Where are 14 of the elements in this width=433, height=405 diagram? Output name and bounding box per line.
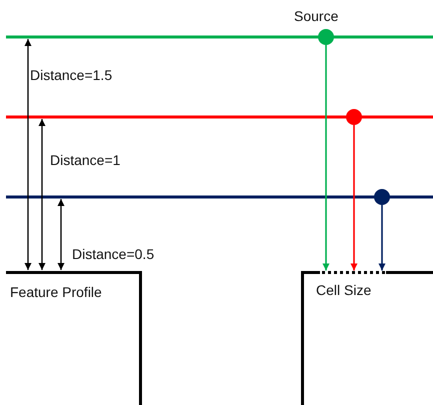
- arrow: [350, 125, 358, 270]
- source-dot: [346, 109, 362, 125]
- label-text: Distance=0.5: [72, 246, 154, 262]
- profile-label: Cell Size: [316, 282, 372, 298]
- arrow: [378, 205, 386, 270]
- label-text: Source: [294, 8, 338, 24]
- source-dot: [318, 29, 334, 45]
- feature-profile-outline: [301, 270, 433, 405]
- arrow: [322, 45, 330, 270]
- label-text: Distance=1.5: [30, 67, 112, 83]
- label-text: Distance=1: [50, 152, 120, 168]
- feature-profile-outline: [6, 270, 142, 405]
- profile-label: Feature Profile: [10, 284, 102, 300]
- source-dot: [374, 189, 390, 205]
